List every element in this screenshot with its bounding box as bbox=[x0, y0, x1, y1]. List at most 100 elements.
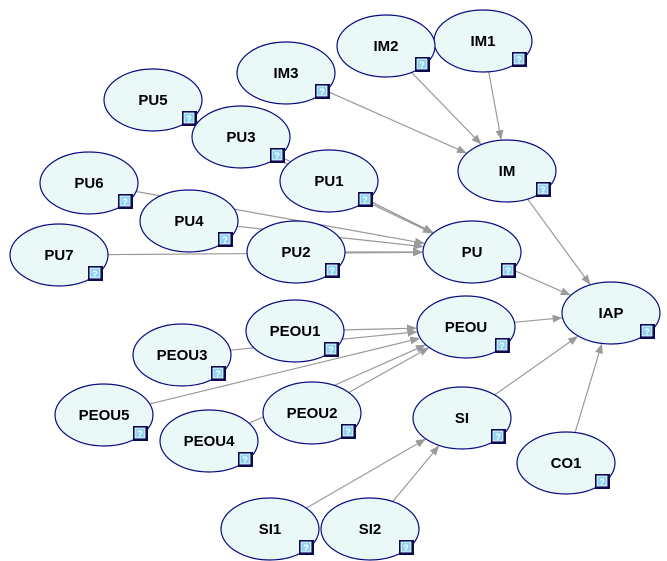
node-label: SI2 bbox=[359, 521, 382, 538]
help-question-icon[interactable]: ? bbox=[501, 263, 516, 278]
help-question-icon[interactable]: ? bbox=[299, 540, 314, 555]
node-si2[interactable]: SI2? bbox=[320, 497, 420, 561]
node-peou4[interactable]: PEOU4? bbox=[159, 409, 259, 473]
edge-si-to-iap bbox=[494, 336, 579, 396]
node-label: PEOU2 bbox=[287, 405, 338, 422]
node-pu1[interactable]: PU1? bbox=[279, 149, 379, 213]
help-question-icon[interactable]: ? bbox=[595, 474, 610, 489]
edge-co1-to-iap bbox=[574, 343, 603, 433]
svg-text:?: ? bbox=[644, 327, 650, 337]
help-question-icon[interactable]: ? bbox=[512, 52, 527, 67]
node-ellipse bbox=[132, 323, 232, 387]
node-label: CO1 bbox=[551, 455, 582, 472]
help-question-icon[interactable]: ? bbox=[118, 194, 133, 209]
node-ellipse bbox=[412, 386, 512, 450]
node-peou2[interactable]: PEOU2? bbox=[262, 381, 362, 445]
node-pu3[interactable]: PU3? bbox=[191, 105, 291, 169]
help-question-icon[interactable]: ? bbox=[218, 232, 233, 247]
help-question-icon[interactable]: ? bbox=[399, 540, 414, 555]
help-question-icon[interactable]: ? bbox=[536, 182, 551, 197]
help-question-icon[interactable]: ? bbox=[133, 426, 148, 441]
help-question-icon[interactable]: ? bbox=[358, 192, 373, 207]
node-label: PEOU3 bbox=[157, 347, 208, 364]
edge-im-to-iap bbox=[527, 198, 591, 285]
edge-peou-to-iap bbox=[514, 314, 563, 323]
svg-text:?: ? bbox=[303, 543, 309, 553]
node-im3[interactable]: IM3? bbox=[236, 41, 336, 105]
help-question-icon[interactable]: ? bbox=[238, 452, 253, 467]
node-ellipse bbox=[262, 381, 362, 445]
node-co1[interactable]: CO1? bbox=[516, 431, 616, 495]
node-peou1[interactable]: PEOU1? bbox=[245, 299, 345, 363]
svg-text:?: ? bbox=[403, 543, 409, 553]
node-label: PU bbox=[462, 244, 483, 261]
help-question-icon[interactable]: ? bbox=[495, 338, 510, 353]
svg-text:?: ? bbox=[495, 432, 501, 442]
edge-peou2-to-peou bbox=[348, 347, 430, 394]
edge-pu-to-iap bbox=[512, 269, 571, 296]
help-question-icon[interactable]: ? bbox=[324, 342, 339, 357]
node-pu5[interactable]: PU5? bbox=[103, 68, 203, 132]
help-question-icon[interactable]: ? bbox=[491, 429, 506, 444]
svg-text:?: ? bbox=[499, 341, 505, 351]
svg-text:?: ? bbox=[362, 195, 368, 205]
node-label: PEOU5 bbox=[79, 407, 130, 424]
edge-peou5-to-peou bbox=[149, 336, 421, 405]
node-label: PU3 bbox=[226, 129, 255, 146]
svg-text:?: ? bbox=[274, 151, 280, 161]
help-question-icon[interactable]: ? bbox=[415, 57, 430, 72]
node-si[interactable]: SI? bbox=[412, 386, 512, 450]
node-iap[interactable]: IAP? bbox=[561, 281, 661, 345]
node-ellipse bbox=[39, 151, 139, 215]
help-question-icon[interactable]: ? bbox=[270, 148, 285, 163]
node-pu2[interactable]: PU2? bbox=[246, 220, 346, 284]
node-si1[interactable]: SI1? bbox=[220, 497, 320, 561]
node-ellipse bbox=[9, 223, 109, 287]
node-pu7[interactable]: PU7? bbox=[9, 223, 109, 287]
node-im2[interactable]: IM2? bbox=[336, 14, 436, 78]
node-label: PEOU bbox=[445, 319, 488, 336]
node-pu6[interactable]: PU6? bbox=[39, 151, 139, 215]
node-ellipse bbox=[103, 68, 203, 132]
node-label: PEOU4 bbox=[184, 433, 236, 450]
node-label: IM bbox=[499, 163, 516, 180]
svg-text:?: ? bbox=[516, 55, 522, 65]
help-question-icon[interactable]: ? bbox=[640, 324, 655, 339]
node-im[interactable]: IM? bbox=[457, 139, 557, 203]
help-question-icon[interactable]: ? bbox=[325, 263, 340, 278]
node-label: PU1 bbox=[314, 173, 343, 190]
node-ellipse bbox=[516, 431, 616, 495]
svg-text:?: ? bbox=[222, 235, 228, 245]
node-label: PEOU1 bbox=[270, 323, 321, 340]
node-ellipse bbox=[320, 497, 420, 561]
node-peou[interactable]: PEOU? bbox=[416, 295, 516, 359]
node-label: IM2 bbox=[373, 38, 398, 55]
help-question-icon[interactable]: ? bbox=[315, 84, 330, 99]
help-question-icon[interactable]: ? bbox=[341, 424, 356, 439]
node-pu[interactable]: PU? bbox=[422, 220, 522, 284]
edge-im2-to-im bbox=[411, 71, 482, 145]
node-ellipse bbox=[191, 105, 291, 169]
node-ellipse bbox=[139, 189, 239, 253]
node-pu4[interactable]: PU4? bbox=[139, 189, 239, 253]
node-label: IM3 bbox=[273, 65, 298, 82]
node-label: PU7 bbox=[44, 247, 73, 264]
node-ellipse bbox=[245, 299, 345, 363]
node-label: SI bbox=[455, 410, 469, 427]
node-ellipse bbox=[246, 220, 346, 284]
svg-text:?: ? bbox=[92, 269, 98, 279]
node-im1[interactable]: IM1? bbox=[433, 9, 533, 73]
node-ellipse bbox=[159, 409, 259, 473]
svg-text:?: ? bbox=[329, 266, 335, 276]
node-ellipse bbox=[422, 220, 522, 284]
help-question-icon[interactable]: ? bbox=[182, 111, 197, 126]
help-question-icon[interactable]: ? bbox=[211, 366, 226, 381]
node-label: IM1 bbox=[470, 33, 495, 50]
svg-text:?: ? bbox=[319, 87, 325, 97]
help-question-icon[interactable]: ? bbox=[88, 266, 103, 281]
node-ellipse bbox=[457, 139, 557, 203]
node-peou3[interactable]: PEOU3? bbox=[132, 323, 232, 387]
edge-im3-to-im bbox=[325, 90, 467, 154]
node-peou5[interactable]: PEOU5? bbox=[54, 383, 154, 447]
